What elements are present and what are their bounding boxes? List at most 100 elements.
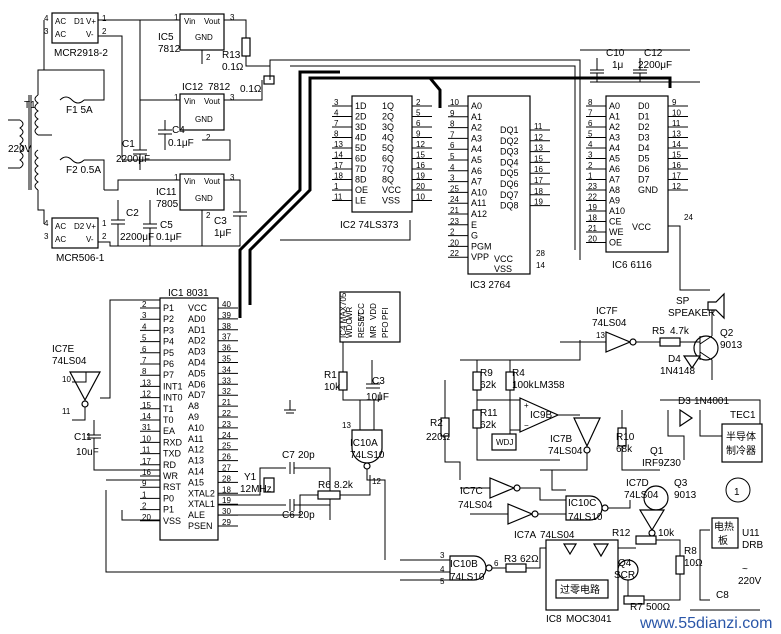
svg-text:74LS10: 74LS10 xyxy=(350,450,385,461)
ic1-l-pin-2: P3 xyxy=(163,325,174,335)
ic3-l-pin-14: VPP xyxy=(471,252,489,262)
ic1-l-pin-1: P2 xyxy=(163,314,174,324)
svg-text:4: 4 xyxy=(440,565,445,574)
ic3-l-num-1: 9 xyxy=(450,109,455,118)
svg-text:13: 13 xyxy=(596,331,605,340)
ic6-r-num-0: 9 xyxy=(672,98,677,107)
svg-text:Vout: Vout xyxy=(204,17,221,26)
svg-text:IC7F: IC7F xyxy=(596,306,618,317)
svg-text:5: 5 xyxy=(440,577,445,586)
svg-text:IC7C: IC7C xyxy=(460,486,483,497)
ic8-moc3041 xyxy=(545,539,619,611)
ic3-l-pin-10: A12 xyxy=(471,209,487,219)
ic1-l-num-13: 11 xyxy=(142,446,151,455)
ic6-r-num-4: 14 xyxy=(672,140,681,149)
rect-bot-ac2: AC xyxy=(55,235,66,244)
ic1-l-num-9: 15 xyxy=(142,401,151,410)
svg-text:4.7k: 4.7k xyxy=(670,326,690,337)
svg-text:2200μF: 2200μF xyxy=(638,60,672,71)
svg-text:+: + xyxy=(524,401,529,410)
address-bus xyxy=(238,70,340,318)
ic6-l-pin-2: A2 xyxy=(609,122,620,132)
ic1-l-num-11: 31 xyxy=(142,423,151,432)
ic6-l-pin-13: OE xyxy=(609,238,622,248)
ic1-l-num-15: 16 xyxy=(142,468,151,477)
ic6-l-pin-0: A0 xyxy=(609,101,620,111)
svg-text:Vin: Vin xyxy=(184,177,195,186)
ic3-l-pin-12: G xyxy=(471,231,478,241)
ic2-r-num-2: 6 xyxy=(416,119,421,128)
svg-text:R11: R11 xyxy=(480,408,498,419)
ic1-r-num-16: 28 xyxy=(222,474,231,483)
svg-text:IC9B: IC9B xyxy=(530,410,553,421)
svg-text:10μF: 10μF xyxy=(366,392,389,403)
svg-text:74LS10: 74LS10 xyxy=(568,512,603,523)
svg-text:3: 3 xyxy=(230,13,235,22)
ic1-r-num-6: 34 xyxy=(222,365,231,374)
ic3-r-pin-5: DQ6 xyxy=(500,179,519,189)
ic3-l-pin-8: A10 xyxy=(471,187,487,197)
ic11-part: 7805 xyxy=(156,199,179,210)
svg-text:LM358: LM358 xyxy=(534,380,565,391)
svg-text:GND: GND xyxy=(195,115,213,124)
diode-d4 xyxy=(682,355,702,370)
transformer-primary xyxy=(19,119,24,169)
ic2-74ls373: IC2 74LS373 xyxy=(340,95,413,231)
svg-text:0.1Ω: 0.1Ω xyxy=(222,62,244,73)
ic2-label: IC2 74LS373 xyxy=(340,220,399,231)
ic6-r-num-8: 12 xyxy=(672,182,681,191)
ic6-l-pin-3: A3 xyxy=(609,133,620,143)
ic2-l-pin-4: 5D xyxy=(355,143,367,153)
svg-text:C4: C4 xyxy=(172,125,185,136)
tec-cooler xyxy=(721,423,763,463)
ic1-l-pin-0: P1 xyxy=(163,303,174,313)
ic6-r-num-7: 17 xyxy=(672,172,681,181)
ic6-r-pin-1: D1 xyxy=(638,112,650,122)
ic4-pin-3: PFI xyxy=(381,308,390,320)
ic2-r-num-4: 12 xyxy=(416,140,425,149)
ic3-r-pin-6: DQ7 xyxy=(500,190,519,200)
svg-text:74LS04: 74LS04 xyxy=(548,446,583,457)
rect-bot-ac1: AC xyxy=(55,222,66,231)
heater-label-1: 电热 xyxy=(714,520,734,533)
svg-text:220Ω: 220Ω xyxy=(426,432,451,443)
tec-section: D3 1N4001 TEC1 半导体 制冷器 R10 68k Q1 IRF9Z3… xyxy=(616,396,763,537)
rect-top-ac1: AC xyxy=(55,17,66,26)
crystal-section: C7 20p Y1 12MHz C6 20p R6 8.2k xyxy=(218,450,371,521)
ic6-l-num-2: 6 xyxy=(588,119,593,128)
ic3-l-num-7: 3 xyxy=(450,174,455,183)
ic3-l-num-4: 6 xyxy=(450,141,455,150)
rect-top-name: MCR2918-2 xyxy=(54,48,108,59)
rect-top-n2: 2 xyxy=(102,27,107,36)
ic3-l-num-10: 21 xyxy=(450,206,459,215)
ic2-l-num-2: 7 xyxy=(334,119,339,128)
ic1-r-pin-8: AD7 xyxy=(188,390,206,400)
ic3-r-num-4: 16 xyxy=(534,165,543,174)
rect-bot-d2: D2 xyxy=(74,222,85,231)
ic6-r-pin-4: D4 xyxy=(638,143,650,153)
circled-number: 1 xyxy=(734,487,740,498)
ic3-r-pin-0: DQ1 xyxy=(500,125,519,135)
svg-text:12: 12 xyxy=(372,477,381,486)
svg-text:IC8: IC8 xyxy=(546,614,562,625)
svg-text:IRF9Z30: IRF9Z30 xyxy=(642,458,681,469)
ic2-l-num-0: 3 xyxy=(334,98,339,107)
ic1-l-pin-9: T1 xyxy=(163,404,174,414)
ic1-l-pin-4: P5 xyxy=(163,348,174,358)
ic6-l-pin-11: CE xyxy=(609,217,622,227)
ic3-l-num-8: 25 xyxy=(450,184,459,193)
ic1-l-pin-17: P0 xyxy=(163,493,174,503)
ic6-l-num-1: 7 xyxy=(588,109,593,118)
svg-text:R13: R13 xyxy=(222,50,241,61)
svg-text:62k: 62k xyxy=(480,420,497,431)
ic4-label: IC4 MAX705 xyxy=(339,292,348,338)
ic6-l-num-9: 22 xyxy=(588,193,597,202)
ic1-r-num-8: 32 xyxy=(222,387,231,396)
ic1-l-num-2: 4 xyxy=(142,322,147,331)
ic6-l-pin-10: A10 xyxy=(609,206,625,216)
rect-bot-vplus: V+ xyxy=(86,222,96,231)
ic6-l-pin-4: A4 xyxy=(609,143,620,153)
ic1-r-pin-16: A15 xyxy=(188,477,204,487)
ic2-l-pin-6: 7D xyxy=(355,164,367,174)
